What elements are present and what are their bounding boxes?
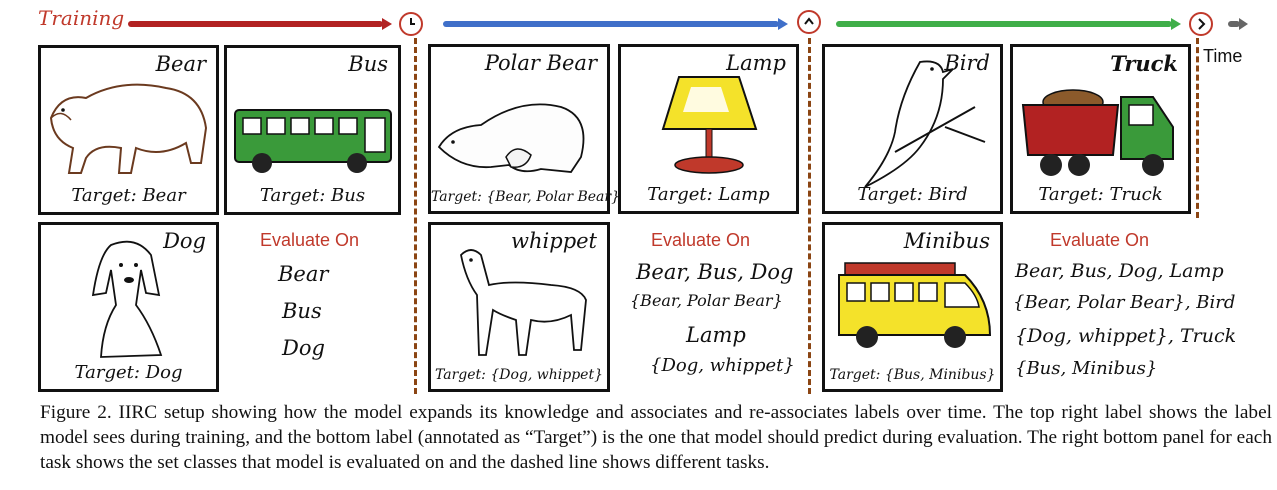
evaluate-title: Evaluate On	[1050, 230, 1150, 250]
panel-top-label: Dog	[163, 229, 206, 253]
panel-minibus: Minibus Target: {Bus, Minibus}	[822, 222, 1003, 392]
bus-icon	[234, 109, 392, 173]
panel-top-label: whippet	[511, 229, 597, 253]
timeline-end-arrow	[1239, 18, 1248, 30]
panel-whippet: whippet Target: {Dog, whippet}	[428, 222, 610, 392]
panel-dog: Dog Target: Dog	[38, 222, 219, 392]
panel-top-label: Polar Bear	[484, 51, 597, 75]
panel-bear: Bear Target: Bear	[38, 45, 219, 215]
panel-top-label: Bus	[348, 52, 388, 76]
panel-target-label: Target: Dog	[74, 362, 183, 383]
panel-bird: Bird Target: Bird	[822, 44, 1003, 214]
timeline-task3-arrow	[1171, 18, 1181, 30]
whippet-icon	[460, 249, 587, 356]
timeline-task3-bar	[836, 21, 1172, 27]
timeline-task1-arrow	[382, 18, 392, 30]
minibus-icon	[838, 262, 992, 348]
panel-top-label: Lamp	[726, 51, 786, 75]
panel-target-label: Target: Bird	[857, 184, 968, 205]
clock-icon-task2	[797, 10, 821, 34]
panel-target-label: Target: {Dog, whippet}	[435, 367, 603, 383]
panel-top-label: Truck	[1110, 51, 1178, 76]
panel-target-label: Target: Bus	[259, 185, 366, 206]
task-divider-2	[808, 38, 811, 394]
evaluate-item: {Bear, Polar Bear}, Bird	[1013, 292, 1236, 313]
polar-bear-icon	[437, 103, 585, 173]
panel-lamp: Lamp Target: Lamp	[618, 44, 799, 214]
evaluate-item: Bus	[282, 299, 322, 323]
panel-bus: Bus Target: Bus	[224, 45, 401, 215]
panel-polar-bear: Polar Bear Target: {Bear, Polar Bear}	[428, 44, 620, 214]
evaluate-item: {Bus, Minibus}	[1015, 358, 1158, 379]
panel-target-label: Target: Truck	[1038, 184, 1163, 205]
figure-caption: Figure 2. IIRC setup showing how the mod…	[40, 402, 1272, 473]
evaluate-item: {Dog, whippet}, Truck	[1015, 325, 1237, 347]
evaluate-title: Evaluate On	[260, 230, 360, 250]
evaluate-item: Bear	[278, 262, 329, 286]
dog-icon	[91, 240, 163, 358]
timeline-end-bar	[1228, 21, 1240, 27]
clock-icon-task3	[1189, 12, 1213, 36]
panel-target-label: Target: {Bus, Minibus}	[829, 367, 996, 383]
evaluate-item: {Dog, whippet}	[650, 355, 795, 376]
timeline-task2-arrow	[778, 18, 788, 30]
lamp-icon	[661, 76, 758, 174]
timeline-task1-bar	[128, 21, 383, 27]
evaluate-item: Bear, Bus, Dog	[636, 260, 794, 284]
panel-top-label: Bird	[944, 51, 990, 75]
task-divider-1	[414, 38, 417, 394]
panel-truck: Truck Target: Truck	[1010, 44, 1191, 214]
panel-top-label: Bear	[155, 52, 206, 76]
bear-icon	[49, 83, 208, 174]
evaluate-item: Lamp	[686, 323, 746, 347]
panel-target-label: Target: Lamp	[647, 184, 770, 205]
timeline-task2-bar	[443, 21, 779, 27]
panel-target-label: Target: {Bear, Polar Bear}	[431, 189, 620, 205]
evaluate-item: {Bear, Polar Bear}	[630, 291, 783, 310]
panel-top-label: Minibus	[903, 229, 990, 253]
bird-icon	[864, 60, 986, 188]
evaluate-item: Dog	[282, 336, 325, 360]
clock-icon-task1	[399, 12, 423, 36]
evaluate-title: Evaluate On	[651, 230, 751, 250]
time-label: Time	[1203, 46, 1243, 66]
panel-target-label: Target: Bear	[71, 185, 186, 206]
truck-icon	[1021, 89, 1174, 176]
task-divider-3	[1196, 38, 1199, 218]
training-label: Training	[38, 6, 125, 30]
evaluate-item: Bear, Bus, Dog, Lamp	[1015, 260, 1224, 282]
